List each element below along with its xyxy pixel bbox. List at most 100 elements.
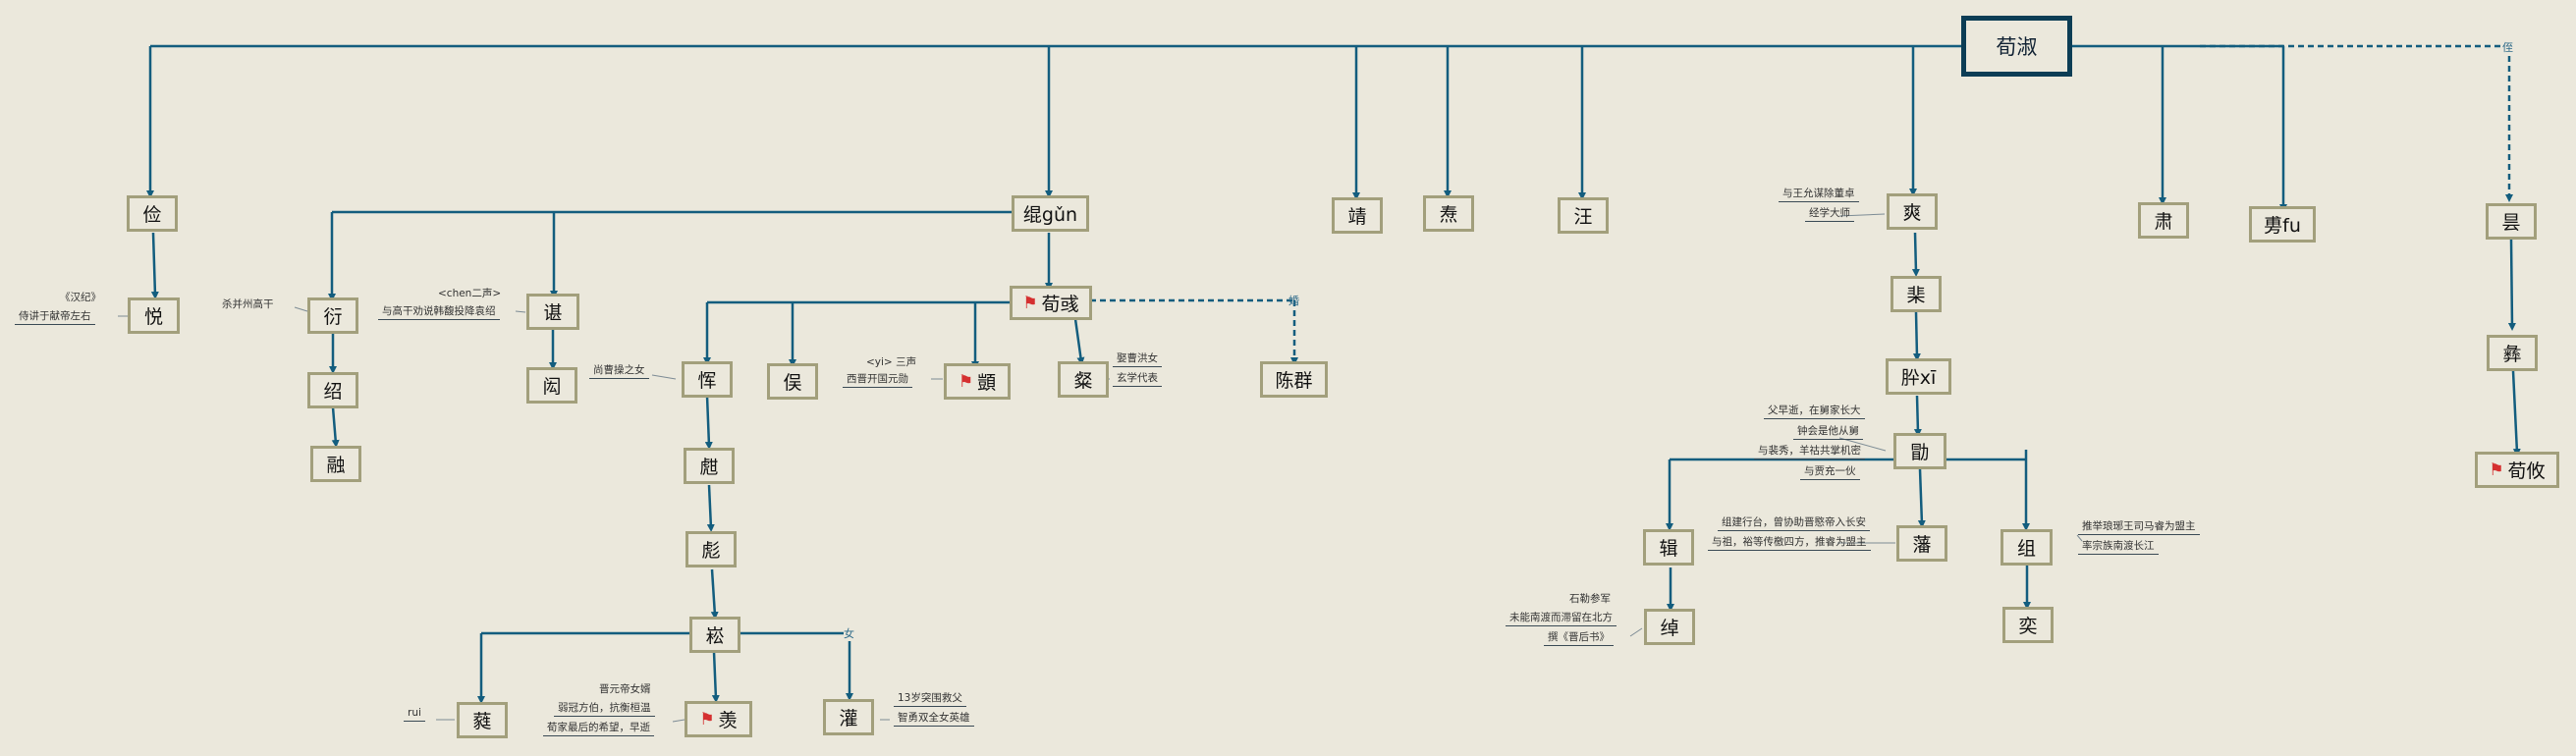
- note-chen-desc: 与高干劝说韩馥投降袁绍: [378, 304, 500, 320]
- note-yi2-desc: 西晋开国元勋: [843, 372, 912, 388]
- node-song[interactable]: 崧: [689, 617, 740, 653]
- note-zu-1: 推举琅琊王司马睿为盟主: [2078, 519, 2200, 535]
- node-rui[interactable]: 蕤: [457, 702, 508, 738]
- node-label: 辑: [1659, 538, 1678, 560]
- note-yue-hanji: 《汉纪》: [60, 292, 101, 303]
- note-shuang-2: 经学大师: [1805, 206, 1854, 222]
- node-label: 崧: [705, 625, 725, 647]
- node-yi2[interactable]: ⚑顗: [944, 363, 1011, 400]
- node-label: 闳: [542, 376, 562, 398]
- node-label: 绰: [1660, 618, 1679, 639]
- edge-label-nephew: 侄: [2502, 39, 2513, 55]
- note-xu-4: 与贾充一伙: [1800, 464, 1860, 480]
- node-hou[interactable]: 俣: [767, 363, 818, 400]
- node-label: 勖: [1910, 442, 1930, 463]
- node-label: 灌: [839, 708, 858, 729]
- note-fan-1: 组建行台，曾协助晋愍帝入长安: [1718, 515, 1870, 531]
- node-tao[interactable]: 焘: [1423, 195, 1474, 232]
- node-ji[interactable]: 辑: [1643, 529, 1694, 566]
- node-label: 融: [326, 455, 346, 476]
- node-bian[interactable]: 彪: [685, 531, 737, 567]
- node-fei[interactable]: 棐: [1891, 276, 1942, 312]
- red-flag-icon: ⚑: [2489, 459, 2504, 480]
- note-xu-3: 与裴秀，羊祜共掌机密: [1754, 444, 1865, 459]
- node-label: 藩: [1912, 534, 1932, 556]
- node-can[interactable]: 粲: [1058, 361, 1109, 398]
- node-chenqun[interactable]: 陈群: [1260, 361, 1328, 398]
- node-yi4[interactable]: 奕: [2002, 607, 2054, 643]
- node-yan[interactable]: 衍: [307, 297, 358, 334]
- node-jing[interactable]: 靖: [1332, 197, 1383, 234]
- node-label: 悦: [143, 306, 163, 328]
- node-chen[interactable]: 谌: [526, 294, 579, 330]
- note-chen-pron: <chen二声>: [438, 288, 502, 299]
- note-guan-2: 智勇双全女英雄: [894, 711, 974, 727]
- note-can-1: 娶曹洪女: [1113, 351, 1162, 367]
- note-chuo-3: 撰《晋后书》: [1544, 630, 1614, 646]
- node-label: 棐: [1906, 285, 1926, 306]
- node-xu[interactable]: 勖: [1893, 433, 1946, 469]
- node-label: 俣: [783, 372, 802, 394]
- node-fu[interactable]: 旉fu: [2249, 206, 2316, 243]
- node-yu-top[interactable]: 昙: [2486, 203, 2537, 240]
- node-label: 爽: [1902, 202, 1922, 224]
- node-label: 肸xī: [1900, 367, 1937, 389]
- node-zu[interactable]: 组: [2001, 529, 2053, 566]
- node-rong[interactable]: 融: [310, 446, 361, 482]
- node-wang[interactable]: 汪: [1558, 197, 1609, 234]
- note-yan-desc: 杀并州高干: [222, 298, 274, 310]
- node-label: 彝: [2502, 344, 2522, 365]
- note-xian-3: 荀家最后的希望，早逝: [543, 721, 654, 736]
- node-xunyu[interactable]: ⚑荀彧: [1010, 286, 1092, 320]
- note-yun-wife: 尚曹操之女: [589, 363, 649, 379]
- node-yi3[interactable]: 肸xī: [1886, 358, 1951, 395]
- note-chuo-1: 石勒参军: [1569, 593, 1611, 605]
- node-min[interactable]: 闳: [526, 367, 577, 404]
- node-label: 甝: [699, 457, 719, 478]
- note-rui-pron: rui: [404, 706, 425, 722]
- node-label: 肃: [2154, 211, 2173, 233]
- red-flag-icon: ⚑: [699, 709, 715, 729]
- note-yue-desc: 侍讲于献帝左右: [15, 309, 95, 325]
- node-label: 俭: [142, 204, 162, 226]
- node-shao[interactable]: 绍: [307, 372, 358, 408]
- node-root-xunshu[interactable]: 荀淑: [1961, 16, 2072, 77]
- node-label: 衍: [323, 306, 343, 328]
- note-xian-1: 晋元帝女婿: [599, 683, 651, 695]
- node-chuo[interactable]: 绰: [1644, 609, 1695, 645]
- node-yue[interactable]: 悦: [128, 297, 180, 334]
- node-label: 昙: [2501, 212, 2521, 234]
- node-su[interactable]: 肃: [2138, 202, 2189, 239]
- red-flag-icon: ⚑: [1022, 293, 1038, 313]
- node-label: 汪: [1573, 206, 1593, 228]
- node-fan[interactable]: 藩: [1896, 525, 1947, 562]
- node-yi[interactable]: 彝: [2487, 335, 2538, 371]
- node-label: 羡: [718, 710, 738, 731]
- node-label: 焘: [1439, 204, 1458, 226]
- red-flag-icon: ⚑: [958, 371, 974, 392]
- node-label: 谌: [543, 302, 563, 324]
- node-jian[interactable]: 俭: [127, 195, 178, 232]
- node-gun[interactable]: 绲gǔn: [1012, 195, 1089, 232]
- note-shuang-1: 与王允谋除董卓: [1779, 187, 1859, 202]
- note-chuo-2: 未能南渡而滞留在北方: [1506, 611, 1617, 626]
- node-label: 彪: [701, 540, 721, 562]
- node-shuang[interactable]: 爽: [1887, 193, 1938, 230]
- node-xian[interactable]: ⚑羡: [685, 701, 752, 737]
- node-label: 奕: [2018, 616, 2038, 637]
- node-gan[interactable]: 甝: [684, 448, 735, 484]
- node-xunyou[interactable]: ⚑荀攸: [2475, 452, 2559, 488]
- node-label: 蕤: [472, 711, 492, 732]
- node-label: 组: [2016, 538, 2036, 560]
- note-yi2-pron: <yi> 三声: [866, 356, 917, 368]
- node-guan[interactable]: 灌: [823, 699, 874, 735]
- node-label: 荀淑: [1996, 35, 2038, 59]
- node-label: 粲: [1073, 370, 1093, 392]
- node-label: 荀彧: [1041, 294, 1079, 315]
- node-label: 绲gǔn: [1022, 204, 1078, 226]
- node-label: 恽: [697, 370, 717, 392]
- node-yun[interactable]: 恽: [682, 361, 733, 398]
- node-label: 绍: [323, 381, 343, 403]
- note-guan-1: 13岁突围救父: [894, 691, 966, 707]
